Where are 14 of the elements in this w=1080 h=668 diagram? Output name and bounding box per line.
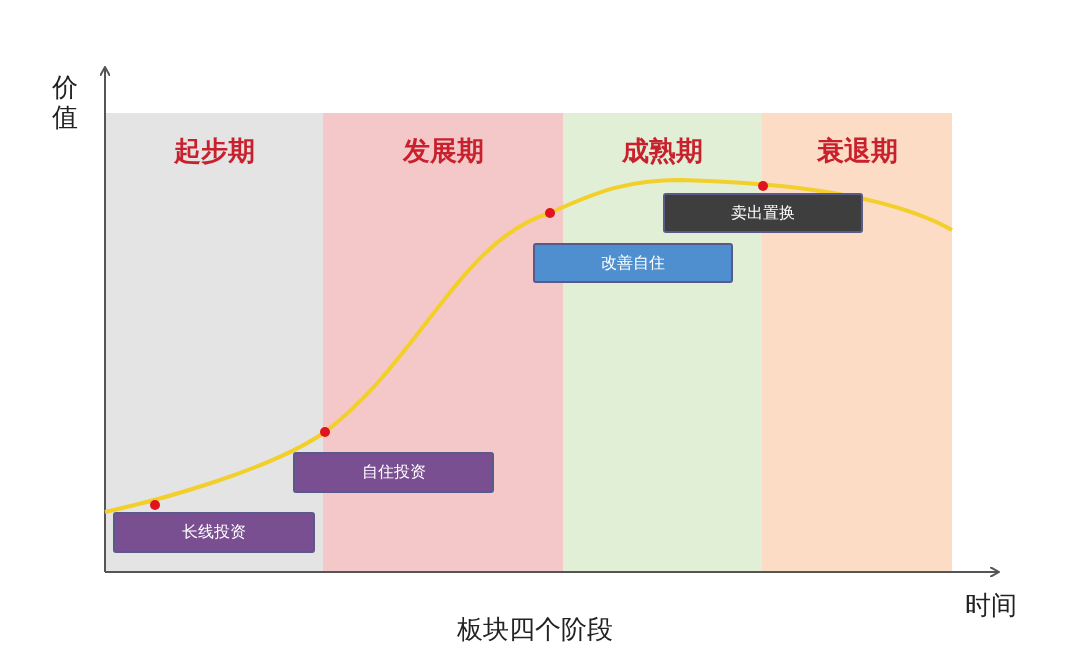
stage-title: 起步期 <box>172 134 256 168</box>
stage-title: 发展期 <box>401 134 485 168</box>
stage-band <box>762 113 952 572</box>
stage-band <box>105 113 323 572</box>
stage-title: 成熟期 <box>621 134 704 168</box>
action-box: 改善自住 <box>533 243 733 283</box>
caption: 板块四个阶段 <box>457 613 613 646</box>
axis-label: 时间 <box>965 590 1018 620</box>
stage-title: 衰退期 <box>815 134 899 168</box>
action-box: 卖出置换 <box>663 193 863 233</box>
action-box: 长线投资 <box>113 512 315 553</box>
action-box: 自住投资 <box>293 452 494 493</box>
stage-band <box>323 113 563 572</box>
axis-label: 价值 <box>52 72 79 132</box>
